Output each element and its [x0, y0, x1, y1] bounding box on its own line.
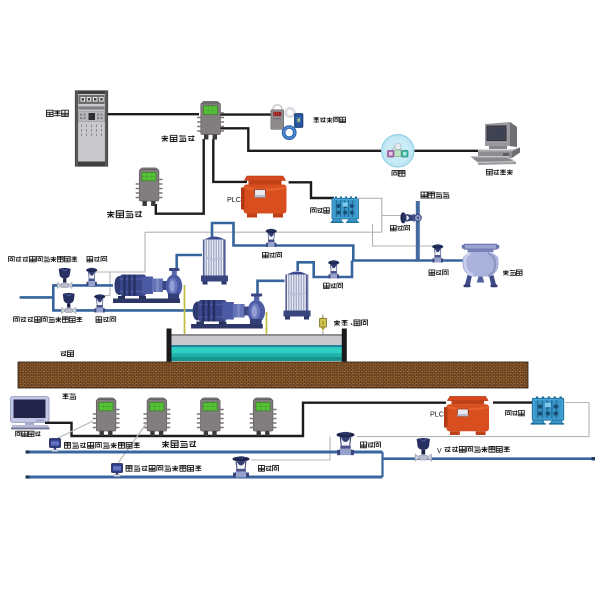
svg-text:PLC: PLC — [227, 195, 241, 204]
svg-text:PLC: PLC — [430, 410, 444, 419]
svg-text:V: V — [437, 448, 442, 455]
